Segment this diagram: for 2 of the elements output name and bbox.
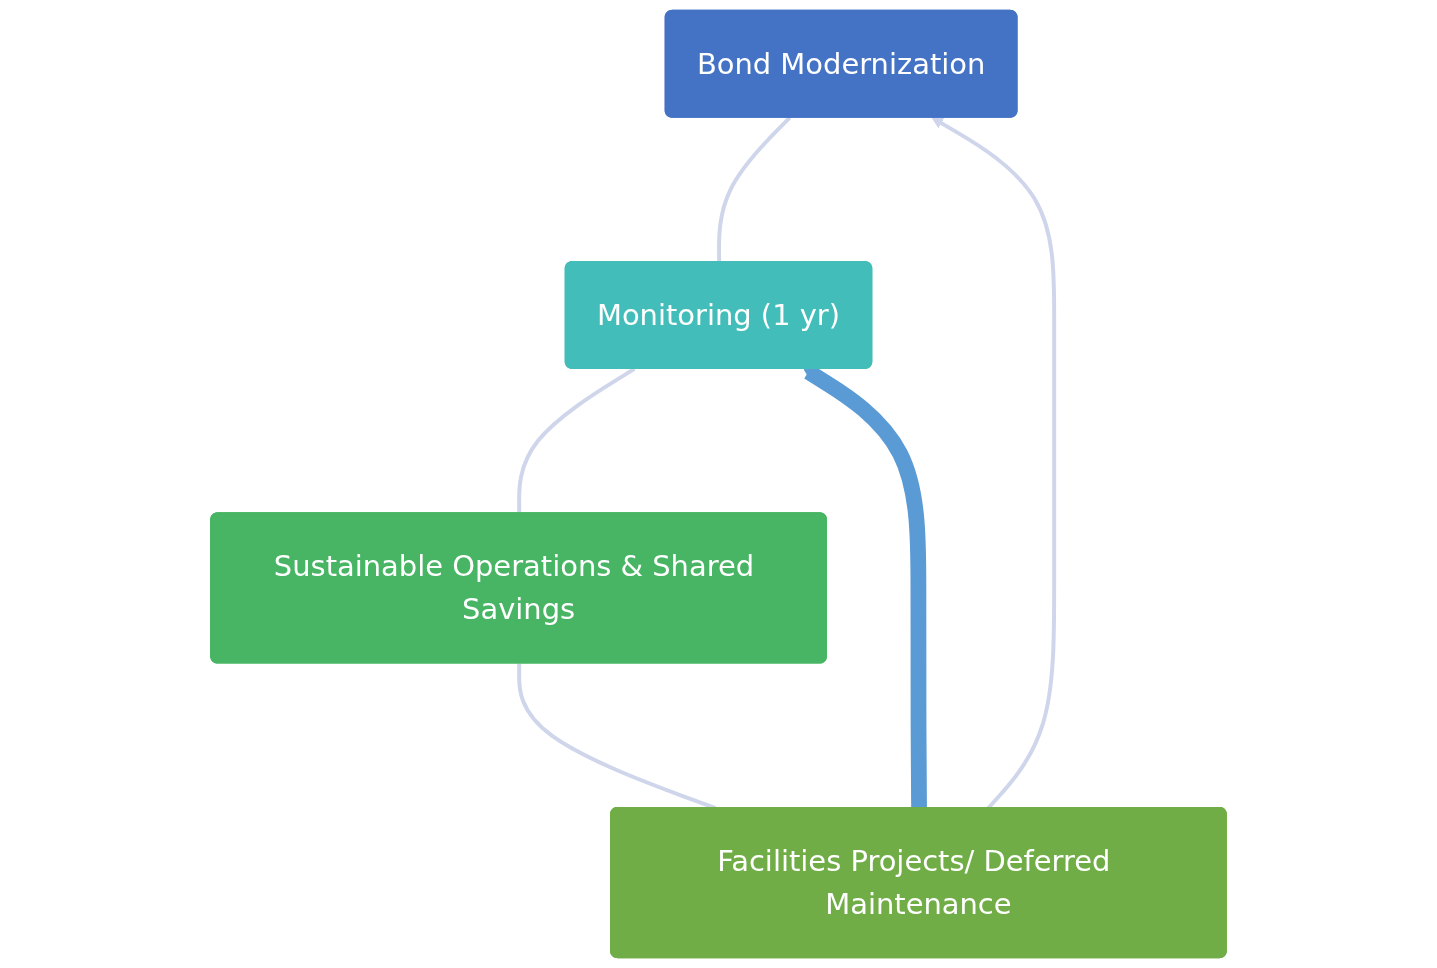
connector	[717, 116, 792, 263]
connector	[517, 367, 636, 514]
